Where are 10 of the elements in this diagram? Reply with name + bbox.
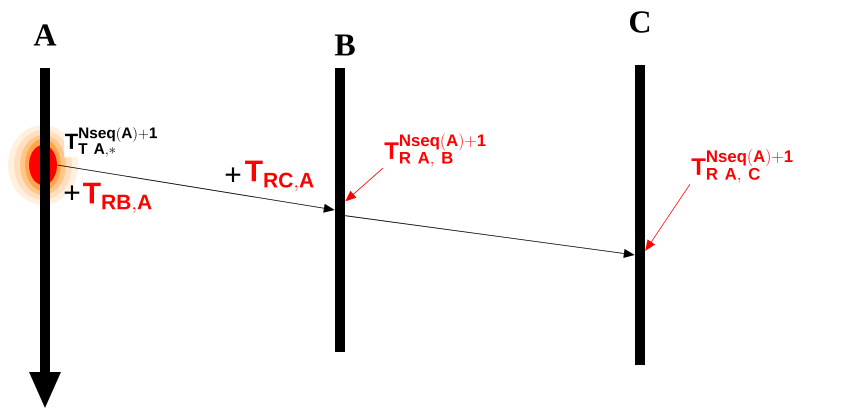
plus-sign: + <box>226 167 240 182</box>
lifeline-heading: C <box>630 11 650 33</box>
time-term: $\mathbf{T}_{\mathbf{RB,A}}$ <box>83 182 152 214</box>
edge-label: $\mathbf{T}_{\mathbf{T\ A,*}}^{\mathbf{Nseq(A)+1}}$ <box>64 126 158 158</box>
plus-sign: + <box>64 185 80 200</box>
time-label: $\mathbf{T}_{\mathbf{R\ A,\ B}}^{\mathbf{Nseq(A)+1}}$ <box>384 133 486 167</box>
lifeline-heading: A <box>34 24 56 46</box>
lifeline-heading: B <box>334 34 355 56</box>
time-label: $\mathbf{T}_{\mathbf{R\ A,\ C}}^{\mathbf{Nseq(A)+1}}$ <box>691 149 793 183</box>
time-term: $\mathbf{T}_{\mathbf{RC,A}}$ <box>245 160 314 192</box>
